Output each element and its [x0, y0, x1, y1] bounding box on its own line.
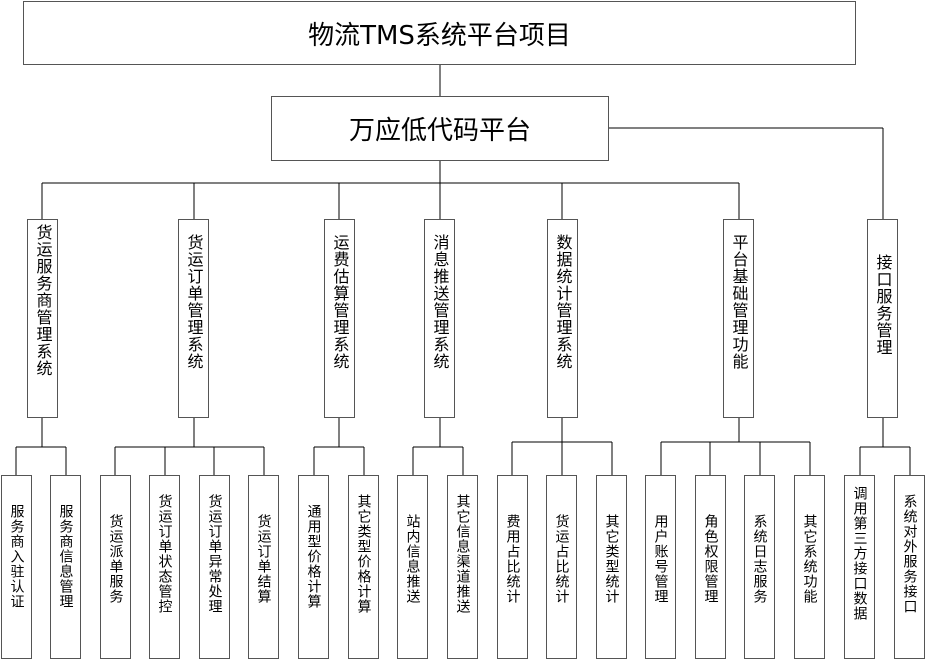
leaf-node: 角色权限管理 — [695, 475, 726, 659]
leaf-node: 货运订单状态管控 — [149, 475, 180, 659]
system-node-freight-provider: 货运服务商管理系统 — [27, 219, 58, 418]
leaf-label: 货运订单异常处理 — [206, 494, 223, 614]
leaf-node: 系统对外服务接口 — [894, 475, 925, 659]
leaf-label: 服务商入驻认证 — [8, 504, 25, 609]
leaf-label: 货运派单服务 — [107, 514, 124, 604]
leaf-label: 站内信息推送 — [404, 514, 421, 604]
leaf-node: 货运订单异常处理 — [199, 475, 230, 659]
system-node-freight-order: 货运订单管理系统 — [178, 219, 209, 418]
leaf-node: 货运订单结算 — [248, 475, 279, 659]
system-label: 数据统计管理系统 — [553, 234, 573, 370]
leaf-node: 站内信息推送 — [397, 475, 428, 659]
platform-node: 万应低代码平台 — [271, 96, 609, 161]
leaf-node: 服务商入驻认证 — [1, 475, 32, 659]
leaf-node: 货运派单服务 — [100, 475, 131, 659]
system-label: 接口服务管理 — [873, 254, 893, 356]
leaf-label: 其它类型价格计算 — [355, 494, 372, 614]
leaf-label: 系统日志服务 — [751, 514, 768, 604]
system-label: 平台基础管理功能 — [729, 234, 749, 370]
system-label: 运费估算管理系统 — [330, 234, 350, 370]
leaf-node: 其它类型统计 — [596, 475, 627, 659]
leaf-label: 货运订单状态管控 — [156, 494, 173, 614]
leaf-label: 调用第三方接口数据 — [851, 486, 868, 621]
leaf-label: 其它类型统计 — [603, 514, 620, 604]
leaf-node: 其它系统功能 — [794, 475, 825, 659]
leaf-label: 费用占比统计 — [504, 514, 521, 604]
leaf-label: 其它系统功能 — [801, 514, 818, 604]
leaf-node: 服务商信息管理 — [50, 475, 81, 659]
root-label: 物流TMS系统平台项目 — [308, 20, 571, 51]
leaf-node: 货运占比统计 — [546, 475, 577, 659]
leaf-label: 通用型价格计算 — [305, 504, 322, 609]
leaf-label: 其它信息渠道推送 — [454, 494, 471, 614]
platform-label: 万应低代码平台 — [348, 116, 531, 146]
leaf-label: 服务商信息管理 — [57, 504, 74, 609]
leaf-label: 用户账号管理 — [652, 514, 669, 604]
system-label: 货运服务商管理系统 — [33, 224, 53, 377]
leaf-label: 系统对外服务接口 — [901, 494, 918, 614]
leaf-node: 其它类型价格计算 — [348, 475, 379, 659]
system-label: 货运订单管理系统 — [184, 234, 204, 370]
system-node-freight-estimate: 运费估算管理系统 — [324, 219, 355, 418]
leaf-label: 角色权限管理 — [702, 514, 719, 604]
system-node-interface-service: 接口服务管理 — [867, 219, 898, 418]
leaf-label: 货运订单结算 — [255, 514, 272, 604]
leaf-node: 系统日志服务 — [744, 475, 775, 659]
system-node-platform-base: 平台基础管理功能 — [723, 219, 754, 418]
leaf-label: 货运占比统计 — [553, 514, 570, 604]
leaf-node: 调用第三方接口数据 — [844, 475, 875, 659]
system-label: 消息推送管理系统 — [430, 234, 450, 370]
leaf-node: 通用型价格计算 — [298, 475, 329, 659]
root-node: 物流TMS系统平台项目 — [23, 1, 856, 65]
leaf-node: 用户账号管理 — [645, 475, 676, 659]
system-node-data-statistics: 数据统计管理系统 — [547, 219, 578, 418]
leaf-node: 其它信息渠道推送 — [447, 475, 478, 659]
leaf-node: 费用占比统计 — [497, 475, 528, 659]
system-node-message-push: 消息推送管理系统 — [424, 219, 455, 418]
